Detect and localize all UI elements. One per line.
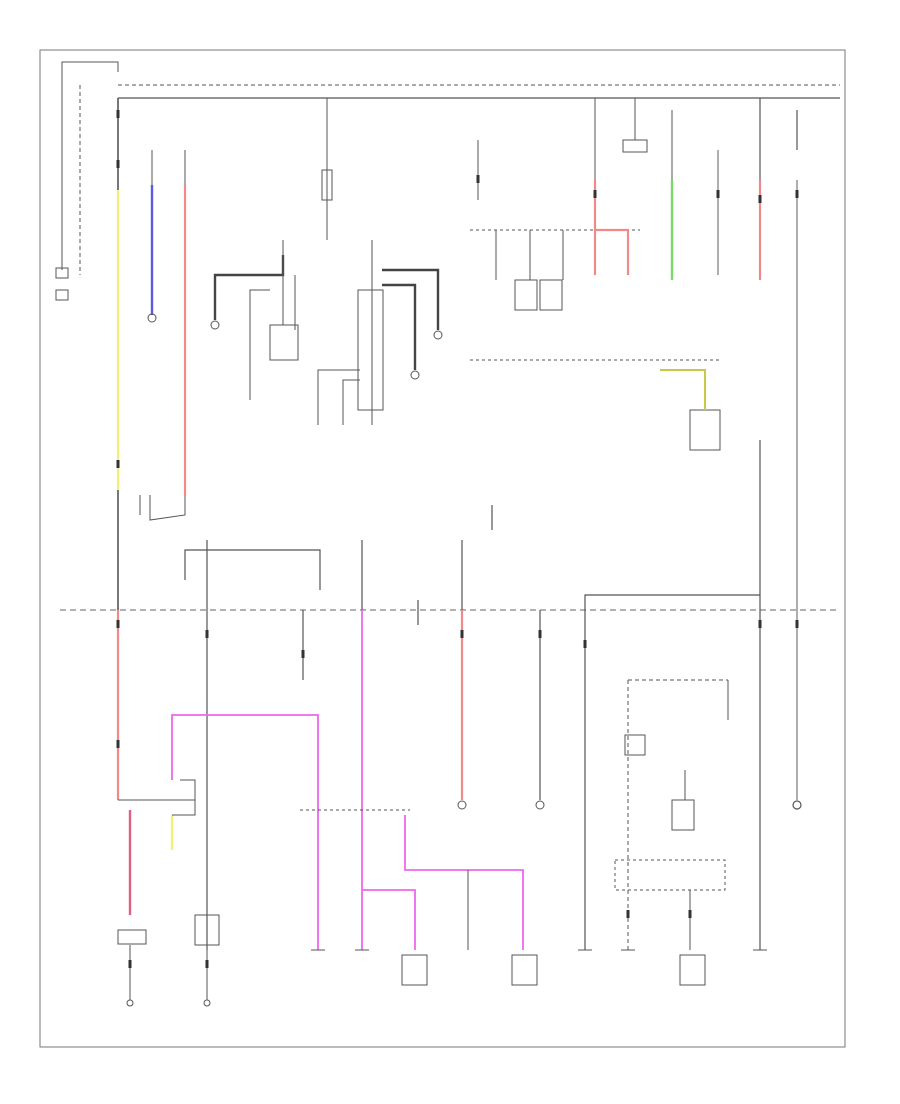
right-column-wires bbox=[584, 98, 802, 950]
relay-cluster-right bbox=[470, 98, 721, 451]
left-ground-wire bbox=[55, 61, 119, 301]
splice-lower-center bbox=[300, 800, 545, 986]
lower-right-module bbox=[614, 679, 761, 986]
red-wire-left-return bbox=[149, 495, 186, 521]
relay-module-center bbox=[317, 240, 443, 425]
relay-module-left bbox=[210, 240, 299, 400]
lower-left-relays bbox=[117, 779, 220, 1007]
olive-wire bbox=[660, 369, 706, 410]
fuse-stubs-left bbox=[139, 150, 186, 515]
center-feed-wire bbox=[321, 98, 333, 240]
connector-marks bbox=[116, 110, 799, 968]
middle-branch-wires bbox=[184, 505, 586, 950]
red-wires-upper-right bbox=[593, 180, 630, 275]
pink-wires-lower bbox=[171, 610, 524, 950]
top-power-bus bbox=[118, 84, 840, 99]
diagram-frame bbox=[39, 49, 846, 1048]
